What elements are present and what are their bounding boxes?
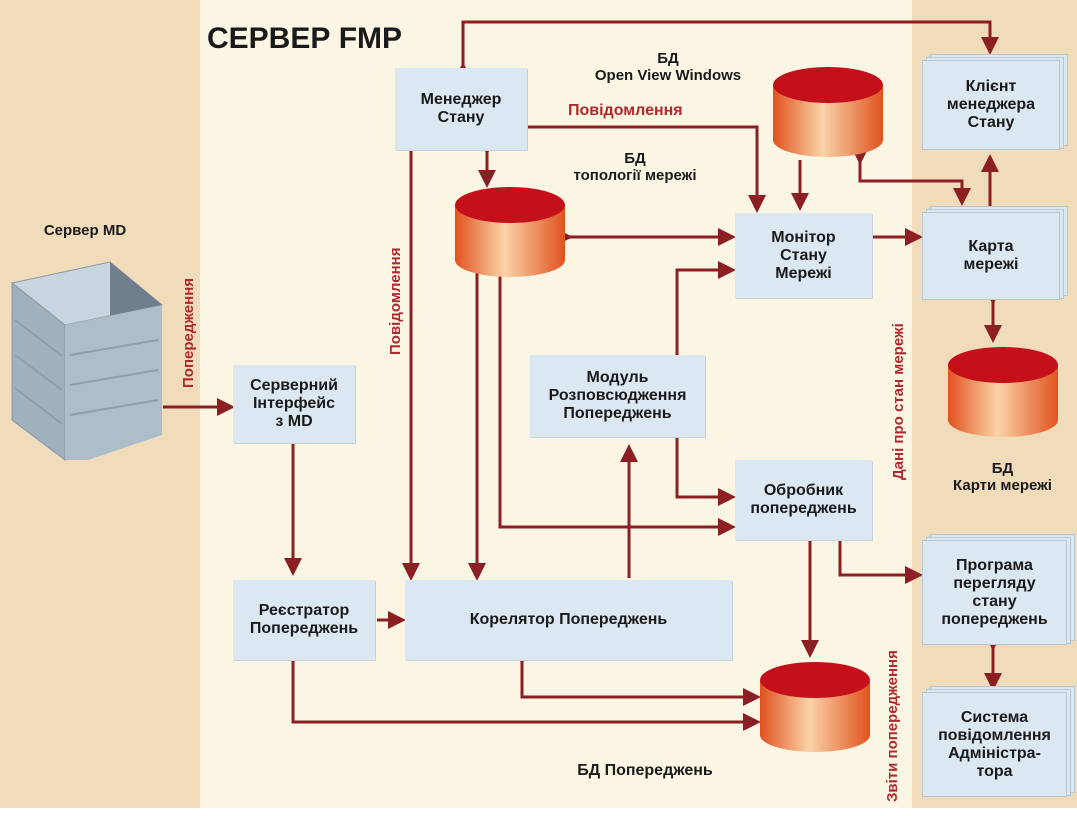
state-manager-box: Менеджер Стану [395,68,527,150]
map-db-label: БД Карти мережі [953,460,1052,494]
state-manager-client-box: Клієнт менеджера Стану [922,54,1068,150]
state-manager-client-label: Клієнт менеджера Стану [922,60,1060,150]
topology-db-icon [455,187,565,277]
warnings-vertical-label: Попередження [180,277,197,388]
alert-distribution-box: Модуль Розповсюдження Попереджень [530,355,705,437]
alert-correlator-box: Корелятор Попереджень [405,580,732,660]
openview-db-label: БД Open View Windows [594,50,742,84]
map-db-icon [948,347,1058,437]
openview-db-icon [773,67,883,157]
alerts-db-label: БД Попереджень [577,762,713,779]
md-server-icon [10,261,164,462]
alerts-db-icon [760,662,870,752]
network-state-data-label: Дані про стан мережі [890,323,907,480]
network-monitor-box: Монітор Стану Мережі [735,213,872,298]
server-interface-box: Серверний Інтерфейс з MD [233,365,355,443]
alert-viewer-box: Програма перегляду стану попереджень [922,534,1075,645]
admin-notification-label: Система повідомлення Адміністра- тора [922,692,1067,797]
diagram-title: СЕРВЕР FMP [207,22,403,55]
bottom-margin [0,808,1077,816]
messages-vertical-label: Повідомлення [387,247,404,355]
network-map-label: Карта мережі [922,212,1060,300]
network-map-box: Карта мережі [922,206,1068,300]
alert-registrar-box: Реєстратор Попереджень [233,580,375,660]
alert-processor-box: Обробник попереджень [735,460,872,540]
admin-notification-box: Система повідомлення Адміністра- тора [922,686,1075,797]
messages-top-label: Повідомлення [568,102,683,119]
md-server-label: Сервер MD [43,222,127,239]
alert-reports-label: Звіти попередження [884,650,901,802]
alert-viewer-label: Програма перегляду стану попереджень [922,540,1067,645]
topology-db-label: БД топології мережі [573,150,697,184]
